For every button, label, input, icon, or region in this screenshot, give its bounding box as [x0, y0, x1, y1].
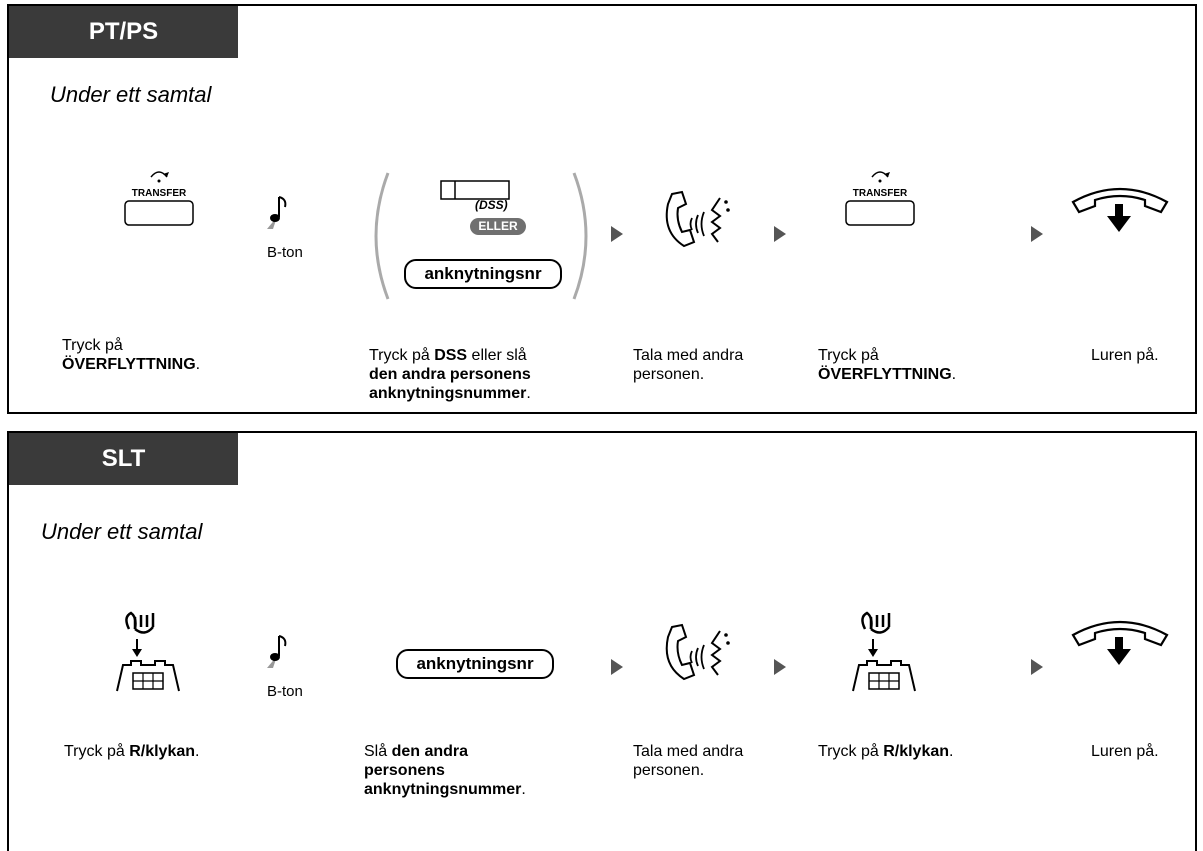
panel-subtitle: Under ett samtal: [50, 82, 212, 107]
extension-number-key: anknytningsnr: [396, 649, 554, 679]
transfer-key-label: TRANSFER: [132, 188, 187, 199]
tone-label: B-ton: [267, 244, 303, 261]
talking-handset-icon: [654, 188, 734, 250]
step5-caption: Luren på.: [1091, 743, 1159, 760]
step2-caption: Slå den andra personens anknytningsnumme…: [364, 743, 526, 798]
option-bracket: [366, 169, 596, 303]
step1-caption: Tryck på ÖVERFLYTTNING.: [62, 337, 201, 373]
step4-caption: Tryck på ÖVERFLYTTNING.: [818, 347, 957, 383]
transfer-key-icon: TRANSFER: [109, 164, 209, 234]
step1-caption: Tryck på R/klykan.: [64, 743, 200, 760]
hang-up-icon: [1065, 615, 1175, 675]
panel-subtitle: Under ett samtal: [41, 519, 203, 544]
tone-icon: [257, 628, 297, 672]
step-arrow-icon: [1031, 659, 1043, 675]
transfer-key-label: TRANSFER: [853, 188, 908, 199]
slt-panel: SLT Under ett samtal B-ton anknytningsnr: [7, 431, 1197, 851]
step-arrow-icon: [774, 659, 786, 675]
tone-icon: [257, 189, 297, 233]
talking-handset-icon: [654, 621, 734, 683]
step-arrow-icon: [1031, 226, 1043, 242]
step3-caption: Tala med andra personen.: [633, 347, 744, 383]
eller-badge: ELLER: [470, 218, 526, 235]
transfer-key-icon: TRANSFER: [830, 164, 930, 234]
step2-caption: Tryck på DSS eller slå den andra persone…: [369, 347, 531, 402]
step-arrow-icon: [774, 226, 786, 242]
tone-label: B-ton: [267, 683, 303, 700]
step-arrow-icon: [611, 659, 623, 675]
panel-tab-slt: SLT: [9, 433, 238, 485]
extension-number-key: anknytningsnr: [404, 259, 562, 289]
hook-flash-icon: [843, 607, 927, 697]
dss-label: (DSS): [475, 198, 508, 212]
panel-tab-pt-ps: PT/PS: [9, 6, 238, 58]
hook-flash-icon: [107, 607, 191, 697]
step-arrow-icon: [611, 226, 623, 242]
pt-ps-panel: PT/PS Under ett samtal TRANSFER B-ton (D…: [7, 4, 1197, 414]
step5-caption: Luren på.: [1091, 347, 1159, 364]
step4-caption: Tryck på R/klykan.: [818, 743, 954, 760]
step3-caption: Tala med andra personen.: [633, 743, 744, 779]
hang-up-icon: [1065, 182, 1175, 242]
